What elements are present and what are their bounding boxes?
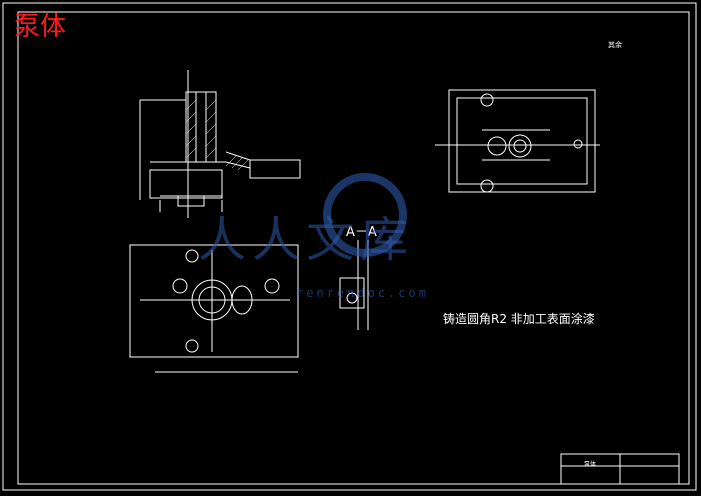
front-view [139, 70, 301, 218]
front-view-hatch [185, 99, 249, 171]
section-label: A－A [346, 225, 377, 240]
bottom-view [129, 244, 299, 373]
overlay-title: 泵体 [14, 12, 67, 42]
title-block [560, 453, 680, 485]
watermark-url: renrendoc.com [296, 286, 429, 300]
watermark-emblem [323, 173, 407, 257]
top-view [435, 89, 600, 193]
inner-frame [17, 11, 690, 485]
roughness-mark: 其余 [608, 41, 622, 49]
title-block-name: 泵体 [584, 461, 597, 468]
technical-note: 铸造圆角R2 非加工表面涂漆 [443, 312, 595, 326]
watermark-text: 人人文库 [198, 212, 415, 268]
outer-frame [2, 2, 697, 491]
